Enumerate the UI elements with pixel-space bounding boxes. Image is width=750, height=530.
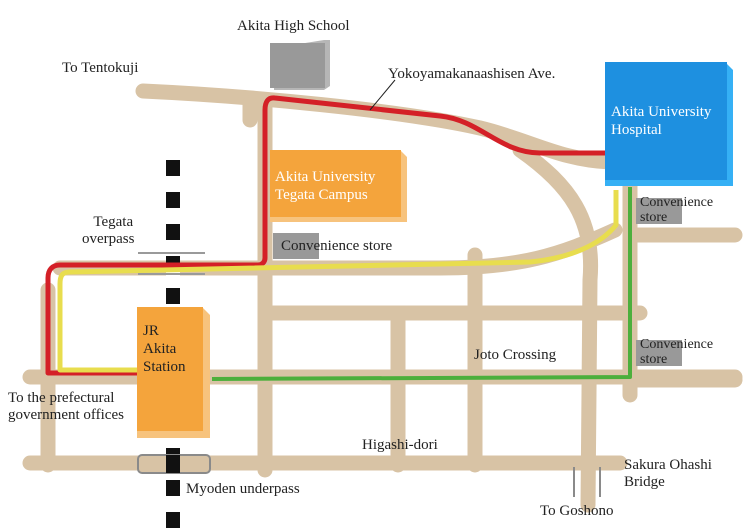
station-label-line1: JR [143, 323, 159, 339]
avenue-leader-line [369, 79, 396, 111]
to-prefectural-line2: government offices [8, 407, 124, 423]
hospital-label: Akita University Hospital [611, 103, 711, 139]
hospital-label-line2: Hospital [611, 122, 662, 138]
to-goshono-label: To Goshono [540, 503, 614, 519]
sakura-ohashi-line1: Sakura Ohashi [624, 457, 712, 473]
akita-high-school-label: Akita High School [237, 18, 350, 34]
campus-label-line2: Tegata Campus [275, 187, 368, 203]
convenience-store-marker-right-top [636, 198, 682, 224]
campus-label: Akita University Tegata Campus [275, 168, 375, 204]
convenience-store-right-bottom-label: Convenience store [640, 337, 713, 367]
convenience-store-marker-right-bottom [636, 340, 682, 366]
yokoyama-ave-label: Yokoyamakanaashisen Ave. [388, 66, 556, 82]
to-prefectural-line1: To the prefectural [8, 390, 115, 406]
convenience-store-right-top-label: Convenience store [640, 195, 713, 225]
convenience-store-right-bottom-line1: Convenience [640, 337, 714, 352]
station-label: JR Akita Station [143, 322, 186, 376]
convenience-store-right-top-line2: store [640, 210, 668, 225]
route-green [211, 187, 632, 381]
station-label-line3: Station [143, 359, 186, 375]
tegata-campus-building [270, 150, 407, 222]
sakura-ohashi-line2: Bridge [624, 474, 665, 490]
route-yellow [57, 190, 619, 373]
hospital-label-line1: Akita University [611, 104, 712, 120]
sakura-ohashi-label: Sakura Ohashi Bridge [624, 457, 712, 491]
sakura-bridge-marker [573, 467, 601, 497]
convenience-store-right-top-line1: Convenience [640, 195, 714, 210]
to-tentokuji-label: To Tentokuji [62, 60, 139, 76]
campus-label-line1: Akita University [275, 169, 376, 185]
akita-station-building [137, 307, 210, 438]
myoden-underpass-marker [137, 454, 211, 474]
tegata-overpass-label-line2: overpass [82, 231, 135, 247]
convenience-store-mid-label: Convenience store [281, 238, 393, 254]
tegata-overpass-marker [138, 252, 205, 275]
higashi-dori-label: Higashi-dori [362, 437, 438, 453]
convenience-store-right-bottom-line2: store [640, 352, 668, 367]
hospital-building [605, 62, 733, 186]
convenience-store-marker-mid [273, 233, 319, 259]
tegata-overpass-label: Tegata overpass [82, 214, 135, 248]
station-label-line2: Akita [143, 341, 177, 357]
akita-high-school-building [270, 40, 330, 90]
tegata-overpass-label-line1: Tegata [93, 214, 134, 230]
myoden-underpass-label: Myoden underpass [186, 481, 300, 497]
route-red [45, 95, 605, 376]
road-curve-east [512, 142, 599, 513]
joto-crossing-label: Joto Crossing [474, 347, 557, 363]
to-prefectural-label: To the prefectural government offices [8, 390, 124, 424]
